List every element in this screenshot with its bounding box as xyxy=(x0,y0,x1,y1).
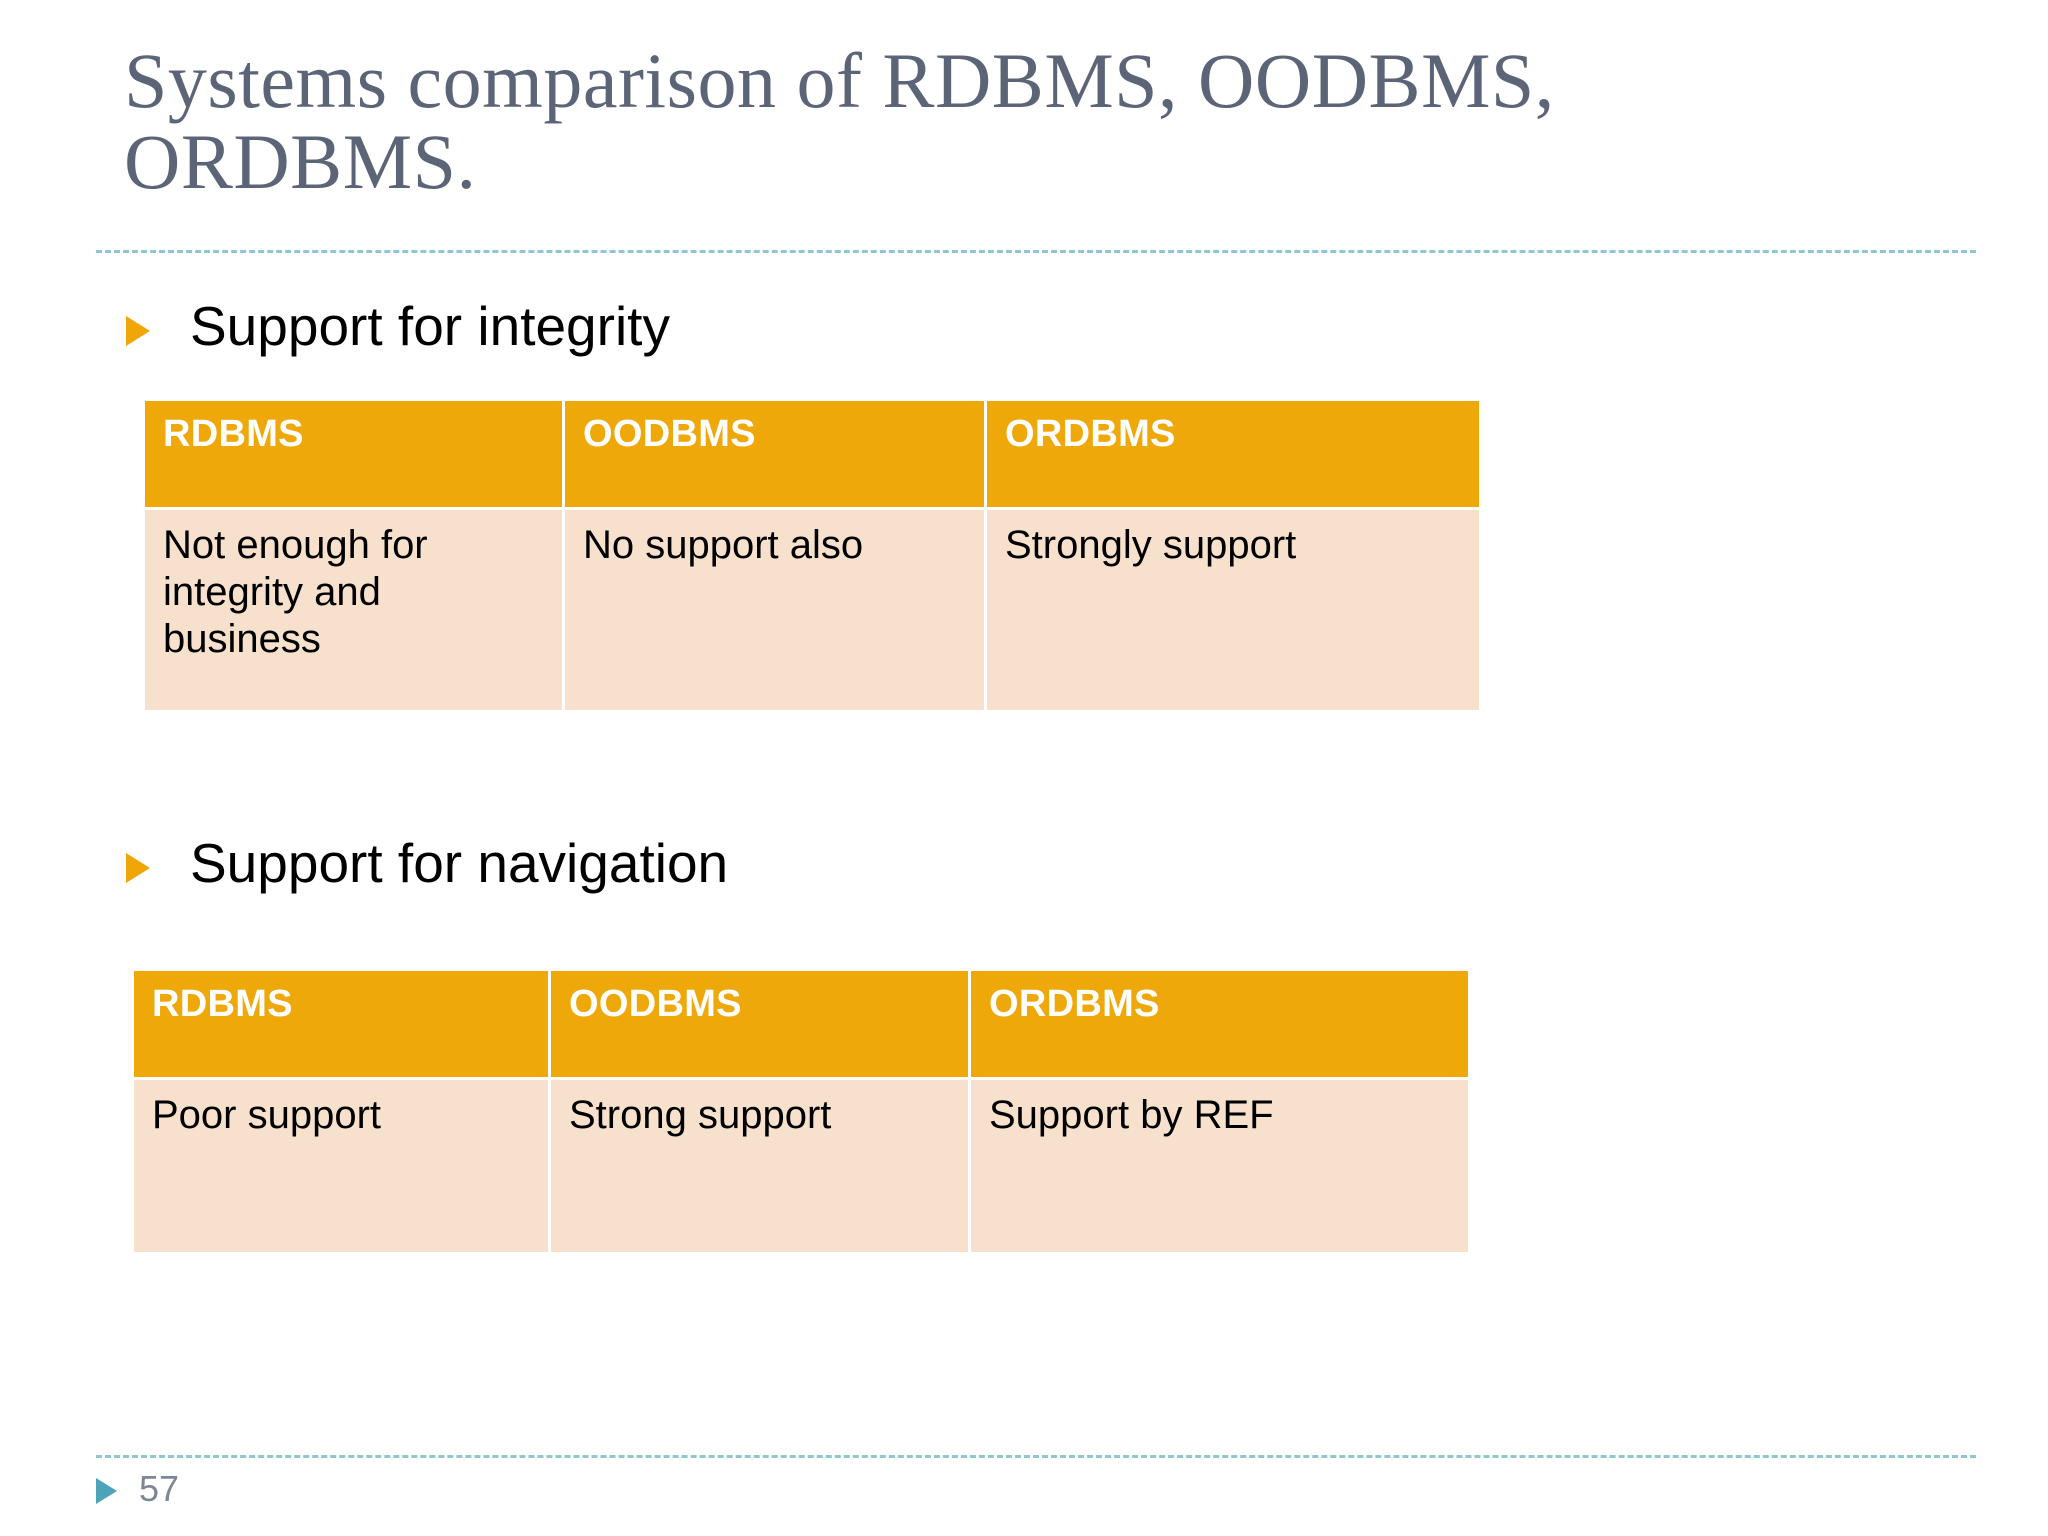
triangle-right-icon xyxy=(96,1478,117,1504)
section-heading-label: Support for navigation xyxy=(190,832,729,894)
section-heading-navigation: Support for navigation xyxy=(126,832,728,895)
column-header-oodbms: OODBMS xyxy=(565,401,984,507)
column-header-ordbms: ORDBMS xyxy=(987,401,1479,507)
table-cell-ordbms: Strongly support xyxy=(987,510,1479,710)
table-cell-rdbms: Not enough for integrity and business xyxy=(145,510,562,710)
column-header-oodbms: OODBMS xyxy=(551,971,968,1077)
page-title: Systems comparison of RDBMS, OODBMS, ORD… xyxy=(124,37,1575,206)
slide-footer: 57 xyxy=(96,1468,179,1510)
table-cell-oodbms: No support also xyxy=(565,510,984,710)
table-row: Not enough for integrity and business No… xyxy=(145,510,1479,710)
table-row: Poor support Strong support Support by R… xyxy=(134,1080,1468,1252)
table-header-row: RDBMS OODBMS ORDBMS xyxy=(145,401,1479,507)
footer-divider xyxy=(96,1455,1976,1458)
table-cell-ordbms: Support by REF xyxy=(971,1080,1468,1252)
page-number: 57 xyxy=(139,1468,180,1509)
section-heading-integrity: Support for integrity xyxy=(126,295,670,358)
triangle-right-icon xyxy=(126,316,150,346)
column-header-rdbms: RDBMS xyxy=(134,971,548,1077)
comparison-table-navigation: RDBMS OODBMS ORDBMS Poor support Strong … xyxy=(131,968,1471,1255)
table-cell-rdbms: Poor support xyxy=(134,1080,548,1252)
section-heading-label: Support for integrity xyxy=(190,295,670,357)
table-cell-oodbms: Strong support xyxy=(551,1080,968,1252)
title-divider xyxy=(96,250,1976,253)
comparison-table-integrity: RDBMS OODBMS ORDBMS Not enough for integ… xyxy=(142,398,1482,713)
triangle-right-icon xyxy=(126,853,150,883)
column-header-rdbms: RDBMS xyxy=(145,401,562,507)
table-header-row: RDBMS OODBMS ORDBMS xyxy=(134,971,1468,1077)
column-header-ordbms: ORDBMS xyxy=(971,971,1468,1077)
